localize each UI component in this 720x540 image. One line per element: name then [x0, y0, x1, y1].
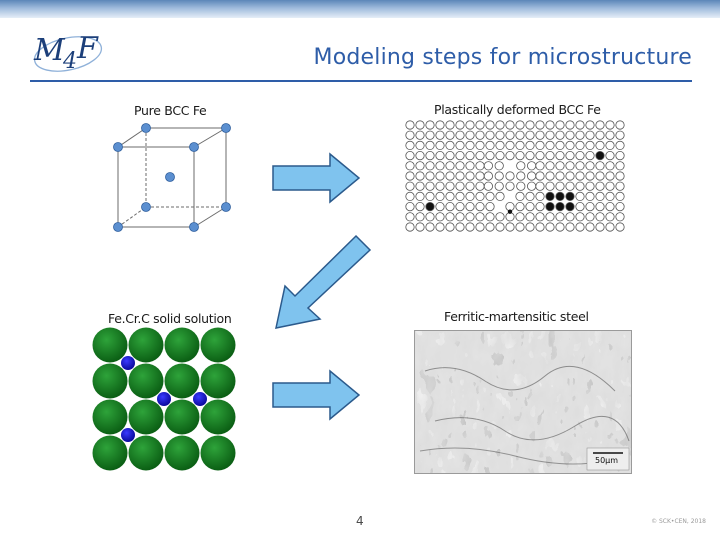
solid-solution-label: Fe.Cr.C solid solution	[108, 311, 232, 326]
deformed-lattice-diagram	[405, 120, 625, 232]
svg-text:F: F	[76, 31, 99, 66]
top-header-band	[0, 0, 720, 18]
svg-text:M: M	[33, 33, 66, 68]
scale-bar-label: 50μm	[595, 456, 619, 465]
ferritic-martensitic-label: Ferritic-martensitic steel	[444, 309, 589, 324]
title-rule	[30, 80, 692, 82]
pure-bcc-label: Pure BCC Fe	[134, 103, 207, 118]
fecrc-solid-solution-diagram	[92, 327, 236, 471]
page-number: 4	[356, 514, 364, 528]
right-arrow-icon	[272, 369, 360, 421]
down-left-arrow-icon	[275, 234, 372, 329]
slide-title: Modeling steps for microstructure	[313, 45, 692, 70]
m4f-logo: M 4 F	[33, 31, 103, 74]
svg-text:4: 4	[62, 49, 77, 74]
footer-copyright: © SCK•CEN, 2018	[651, 518, 706, 525]
ferritic-martensitic-micrograph: 50μm	[414, 330, 632, 474]
deformed-bcc-label: Plastically deformed BCC Fe	[434, 102, 601, 117]
right-arrow-icon	[272, 152, 360, 204]
bcc-unit-cell-diagram	[113, 123, 231, 232]
